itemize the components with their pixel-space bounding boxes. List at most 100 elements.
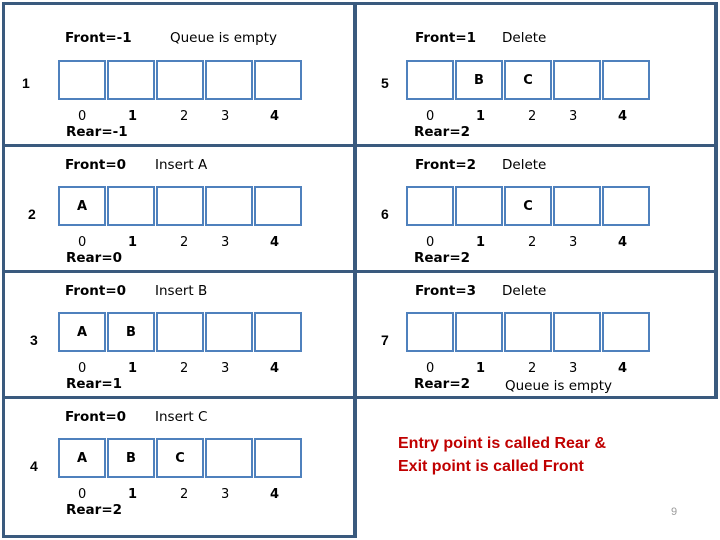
queue-panel-4: 4 Front=0 Insert C A B C 0 1 2 3 4 Rear=… [0,398,353,535]
queue-cell [406,60,454,100]
operation-label: Insert C [155,409,208,425]
operation-label: Delete [502,30,547,46]
queue-cell [205,312,253,352]
index-label-2: 2 [180,109,189,124]
queue-cell [406,312,454,352]
queue-cell: C [504,60,552,100]
step-number: 1 [22,75,30,91]
queue-cell [406,186,454,226]
front-pointer-label: Front=-1 [65,30,132,46]
queue-cells: A [58,186,302,226]
frame-border-top [2,2,718,5]
index-strip: 0 1 2 3 4 [58,236,308,252]
index-label-3: 3 [221,235,230,250]
queue-cell [553,186,601,226]
operation-label: Insert B [155,283,208,299]
operation-label: Delete [502,157,547,173]
summary-caption: Entry point is called Rear & Exit point … [398,432,606,478]
queue-cell: B [107,312,155,352]
queue-cell [107,60,155,100]
queue-cell [254,312,302,352]
queue-panel-6: 6 Front=2 Delete C 0 1 2 3 4 Rear=2 [357,146,718,270]
queue-cells: A B [58,312,302,352]
queue-cell [205,438,253,478]
index-label-3: 3 [569,109,578,124]
queue-cell [602,186,650,226]
index-strip: 0 1 2 3 4 [406,110,656,126]
index-label-4: 4 [270,361,280,376]
queue-cells: C [406,186,650,226]
rear-pointer-label: Rear=2 [414,376,471,392]
queue-cell [602,60,650,100]
index-label-0: 0 [426,109,435,124]
step-number: 2 [28,206,36,222]
front-pointer-label: Front=2 [415,157,477,173]
caption-line-1: Entry point is called Rear & [398,435,607,452]
index-label-1: 1 [476,235,486,250]
index-strip: 0 1 2 3 4 [58,488,308,504]
rear-pointer-label: Rear=2 [414,250,471,266]
index-strip: 0 1 2 3 4 [58,110,308,126]
index-label-1: 1 [128,109,138,124]
queue-status-note: Queue is empty [505,378,613,394]
queue-cell [254,186,302,226]
index-label-1: 1 [128,361,138,376]
queue-cell [156,186,204,226]
index-label-1: 1 [128,235,138,250]
index-label-4: 4 [618,235,628,250]
queue-cell: A [58,186,106,226]
index-label-4: 4 [270,235,280,250]
rear-pointer-label: Rear=2 [414,124,471,140]
queue-cells: B C [406,60,650,100]
index-label-2: 2 [528,361,537,376]
front-pointer-label: Front=0 [65,409,127,425]
rear-pointer-label: Rear=2 [66,502,123,518]
frame-border-bottom-left [2,535,357,538]
queue-cell: A [58,438,106,478]
frame-border-right [714,2,718,398]
index-label-2: 2 [528,109,537,124]
index-label-0: 0 [78,361,87,376]
front-pointer-label: Front=0 [65,157,127,173]
index-label-2: 2 [180,487,189,502]
queue-panel-2: 2 Front=0 Insert A A 0 1 2 3 4 Rear=0 [0,146,353,270]
queue-cell [504,312,552,352]
index-label-0: 0 [78,235,87,250]
caption-line-2: Exit point is called Front [398,458,584,476]
queue-cells [406,312,650,352]
page-number: 9 [671,506,678,518]
index-label-2: 2 [180,235,189,250]
index-label-4: 4 [270,487,280,502]
index-strip: 0 1 2 3 4 [406,362,656,378]
step-number: 7 [381,332,389,348]
queue-cell [205,60,253,100]
queue-cell: C [156,438,204,478]
operation-label: Delete [502,283,547,299]
index-label-0: 0 [78,109,87,124]
queue-cell [455,312,503,352]
index-label-1: 1 [476,109,486,124]
queue-cell [602,312,650,352]
queue-cell: C [504,186,552,226]
frame-row-divider-2-left [2,270,357,273]
queue-cells: A B C [58,438,302,478]
index-label-3: 3 [221,109,230,124]
frame-border-bottom-right [353,396,718,399]
index-strip: 0 1 2 3 4 [58,362,308,378]
index-label-0: 0 [426,235,435,250]
queue-cell: A [58,312,106,352]
index-label-1: 1 [128,487,138,502]
rear-pointer-label: Rear=1 [66,376,123,392]
index-label-3: 3 [569,235,578,250]
queue-cell [156,60,204,100]
index-strip: 0 1 2 3 4 [406,236,656,252]
step-number: 6 [381,206,389,222]
step-number: 3 [30,332,38,348]
index-label-3: 3 [221,487,230,502]
queue-cell [254,60,302,100]
index-label-2: 2 [528,235,537,250]
index-label-3: 3 [569,361,578,376]
index-label-0: 0 [78,487,87,502]
queue-cell [254,438,302,478]
